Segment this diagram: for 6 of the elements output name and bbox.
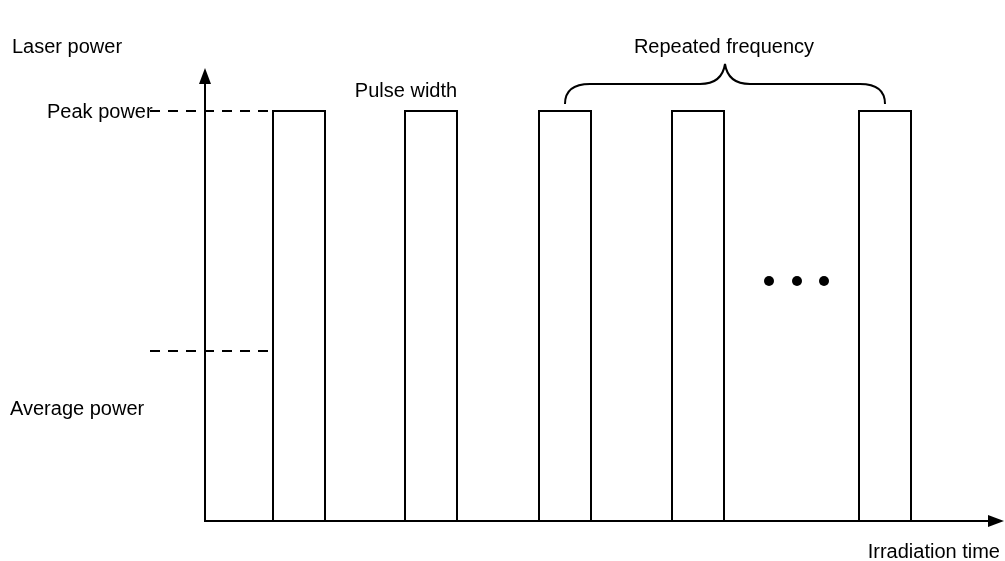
annotation-label: Repeated frequency — [633, 34, 815, 58]
annotation-label: Pulse width — [354, 78, 458, 102]
level-label: Peak power — [47, 99, 153, 123]
axis-label: Laser power — [12, 34, 123, 58]
level-label: Average power — [10, 396, 145, 420]
axis-label: Irradiation time — [867, 539, 1000, 561]
